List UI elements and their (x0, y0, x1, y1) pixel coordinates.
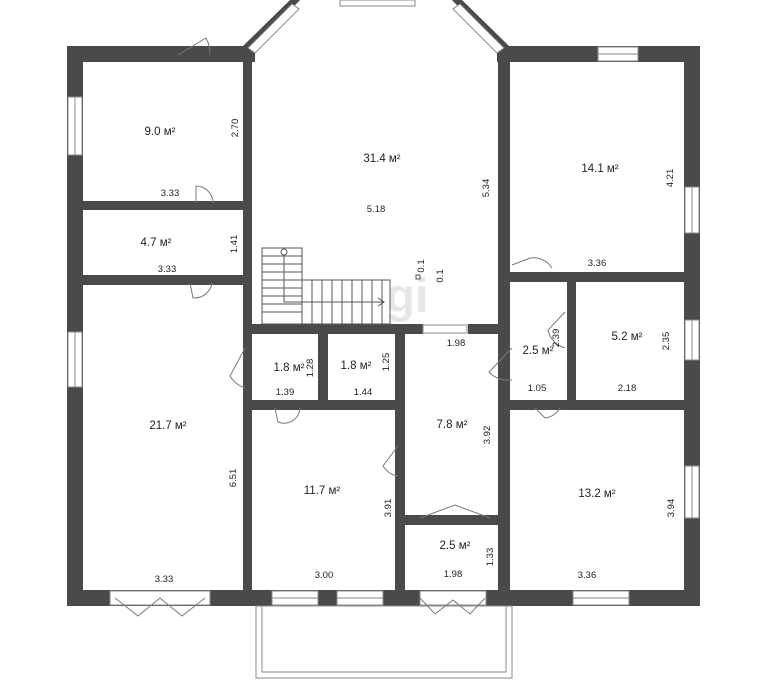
room-height: 2.39 (551, 329, 562, 348)
room-r11: 2.5 м² 1.05 2.39 (523, 329, 562, 394)
room-height: 5.34 (481, 179, 492, 198)
room-height: 1.41 (229, 235, 240, 254)
room-area: 31.4 м² (363, 153, 400, 165)
gap-mark: 0.1 (416, 259, 427, 272)
room-height: 6.51 (228, 469, 239, 488)
room-width: 1.05 (528, 383, 547, 394)
room-width: 1.98 (447, 338, 466, 349)
room-width: 5.18 (367, 204, 386, 215)
room-height: 3.92 (482, 426, 493, 445)
room-r6: 1.8 м² 1.44 1.25 (341, 353, 392, 398)
room-area: 4.7 м² (141, 237, 172, 249)
interior-walls (83, 62, 684, 590)
gap-mark: 0.1 (435, 269, 446, 282)
room-width: 3.33 (161, 188, 180, 199)
room-width: 1.98 (444, 569, 463, 580)
windows (67, 46, 700, 606)
room-r3: 21.7 м² 3.33 6.51 (149, 420, 239, 585)
room-width: 3.36 (588, 258, 607, 269)
room-r5: 1.8 м² 1.39 1.28 (274, 359, 316, 398)
room-r9: 2.5 м² 1.98 1.33 (440, 540, 496, 580)
room-height: 4.21 (665, 169, 676, 188)
room-width: 3.00 (315, 570, 334, 581)
room-area: 1.8 м² (341, 360, 372, 372)
room-area: 7.8 м² (437, 419, 468, 431)
room-r12: 5.2 м² 2.18 2.35 (612, 331, 672, 394)
bay-window (243, 0, 509, 54)
room-r13: 13.2 м² 3.36 3.94 (578, 488, 677, 581)
room-width: 2.18 (618, 383, 637, 394)
room-r4: 31.4 м² 5.18 5.34 0.1 0.1 (363, 153, 492, 283)
outer-walls (67, 46, 700, 606)
room-width: 1.44 (354, 387, 373, 398)
room-height: 1.25 (381, 353, 392, 372)
room-area: 2.5 м² (523, 345, 554, 357)
room-r1: 9.0 м² 3.33 2.70 (145, 119, 241, 199)
room-width: 3.36 (578, 570, 597, 581)
room-area: 13.2 м² (578, 488, 615, 500)
room-r7: 11.7 м² 3.00 3.91 (304, 485, 394, 581)
room-r8: 7.8 м² 1.98 3.92 (437, 338, 493, 444)
room-area: 5.2 м² (612, 331, 643, 343)
room-area: 11.7 м² (304, 485, 341, 497)
room-r2: 4.7 м² 3.33 1.41 (141, 235, 240, 275)
room-height: 2.70 (230, 119, 241, 138)
room-area: 1.8 м² (274, 362, 305, 374)
room-height: 1.33 (485, 548, 496, 567)
doors (114, 37, 566, 617)
room-width: 3.33 (155, 574, 174, 585)
room-height: 3.91 (383, 499, 394, 518)
staircase (261, 247, 421, 325)
room-r10: 14.1 м² 3.36 4.21 (581, 163, 676, 269)
room-height: 3.94 (666, 499, 677, 518)
room-area: 14.1 м² (581, 163, 618, 175)
room-height: 2.35 (661, 332, 672, 351)
room-area: 9.0 м² (145, 126, 176, 138)
room-width: 1.39 (276, 387, 295, 398)
room-width: 3.33 (158, 264, 177, 275)
room-height: 1.28 (305, 359, 316, 378)
room-area: 21.7 м² (149, 420, 186, 432)
balcony (255, 605, 513, 679)
room-area: 2.5 м² (440, 540, 471, 552)
